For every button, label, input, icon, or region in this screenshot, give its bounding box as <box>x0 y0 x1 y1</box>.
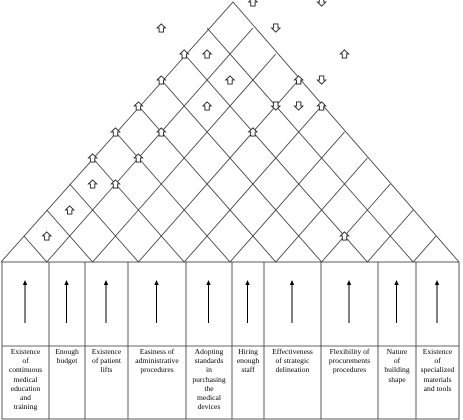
up-arrow-icon <box>201 101 213 111</box>
up-arrow-icon <box>245 280 250 323</box>
up-arrow-icon <box>206 280 211 323</box>
up-arrow-icon <box>346 280 352 323</box>
roof-grid-line <box>138 79 300 263</box>
down-arrow-icon <box>270 23 282 33</box>
factor-label: Effectiveness of strategic delineation <box>272 347 313 375</box>
down-arrow-icon <box>316 75 327 85</box>
up-arrow-icon <box>154 280 159 323</box>
correlation-roof <box>0 1 460 263</box>
roof-outline <box>0 1 460 263</box>
up-arrow-icon <box>155 23 167 33</box>
up-arrow-icon <box>133 101 144 111</box>
up-arrow-icon <box>201 49 213 59</box>
up-arrow-icon <box>178 49 190 59</box>
up-arrow-icon <box>110 127 121 137</box>
roof-grid-line <box>46 27 254 263</box>
roof-grid-line <box>69 183 139 263</box>
table-outline <box>1 261 460 420</box>
factor-label: Existence of patient lifts <box>91 347 122 375</box>
roof-grid-line <box>46 209 93 263</box>
arrow-head <box>206 280 211 285</box>
arrow-head <box>346 280 352 285</box>
up-arrow-icon <box>22 280 28 323</box>
correlation-arrows <box>41 0 350 241</box>
up-arrow-icon <box>293 75 305 85</box>
arrow-head <box>394 280 399 285</box>
up-arrow-icon <box>224 75 236 85</box>
roof-grid-line <box>92 157 185 263</box>
factor-label: Existence of specialized materials and t… <box>420 347 455 393</box>
up-arrow-icon <box>394 280 399 323</box>
up-arrow-icon <box>434 280 440 323</box>
roof-grid-line <box>23 235 48 263</box>
factor-label: Hiring enough staff <box>236 347 260 375</box>
up-arrow-icon <box>339 231 350 241</box>
roof-grid-line <box>115 131 231 263</box>
roof-grid-line <box>183 53 368 263</box>
up-arrow-icon <box>87 179 98 189</box>
arrow-head <box>64 280 69 285</box>
up-arrow-icon <box>247 127 259 137</box>
roof-grid-line <box>229 131 345 263</box>
up-arrow-icon <box>155 127 167 137</box>
up-arrow-icon <box>41 231 53 241</box>
up-arrow-icon <box>64 205 76 215</box>
roof-grid-line <box>160 79 322 263</box>
factor-label: Enough budget <box>55 347 79 366</box>
arrow-head <box>434 280 440 285</box>
factor-label: Nature of building shape <box>384 347 410 384</box>
factor-direction-arrows <box>22 280 440 323</box>
factor-label: Existence of continuous medical educatio… <box>8 347 43 412</box>
up-arrow-icon <box>316 101 327 111</box>
down-arrow-icon <box>270 101 282 111</box>
up-arrow-icon <box>64 280 69 323</box>
factor-table <box>1 261 460 420</box>
roof-grid-line <box>321 183 391 263</box>
up-arrow-icon <box>87 153 98 163</box>
down-arrow-icon <box>316 0 327 7</box>
up-arrow-icon <box>289 280 295 323</box>
arrow-head <box>289 280 295 285</box>
factor-label: Flexibility of procurements procedures <box>328 347 371 375</box>
up-arrow-icon <box>133 153 144 163</box>
factor-label: Easiness of administrative procedures <box>135 347 179 375</box>
factor-label: Adopting standards in purchasing the med… <box>192 347 226 412</box>
up-arrow-icon <box>103 280 109 323</box>
arrow-head <box>245 280 250 285</box>
up-arrow-icon <box>247 0 259 7</box>
up-arrow-icon <box>155 75 167 85</box>
up-arrow-icon <box>110 179 121 189</box>
down-arrow-icon <box>293 101 305 111</box>
arrow-head <box>22 280 28 285</box>
up-arrow-icon <box>339 49 350 59</box>
arrow-head <box>103 280 109 285</box>
roof-grid-line <box>412 235 437 263</box>
roof-grid-line <box>206 27 414 263</box>
arrow-head <box>154 280 159 285</box>
